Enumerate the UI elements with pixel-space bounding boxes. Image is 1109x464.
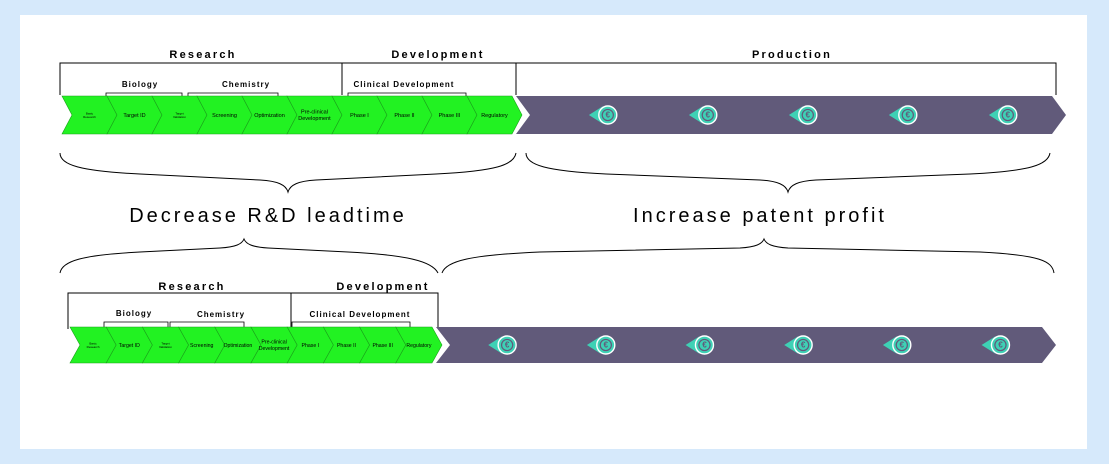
bottom-header-research: Research	[158, 281, 225, 293]
top-step-8-label: Phase II	[394, 113, 415, 119]
svg-text:€: €	[801, 341, 806, 350]
bottom-subheader-clinical: Clinical Development	[310, 310, 411, 319]
top-step-4-label: Screening	[212, 113, 237, 119]
euro-coin-icon: €	[988, 105, 1018, 125]
top-coin-row: € € € € €	[588, 105, 1018, 125]
bottom-subheader-chemistry: Chemistry	[197, 310, 245, 319]
brace-lower-production	[441, 237, 1055, 274]
svg-text:€: €	[806, 111, 811, 120]
bottom-step-2-label: Target ID	[119, 343, 140, 349]
svg-text:€: €	[702, 341, 707, 350]
top-step-2-label: Target ID	[123, 113, 145, 119]
top-step-10-label: Regulatory	[481, 113, 508, 119]
top-subheader-biology: Biology	[122, 80, 158, 89]
svg-text:€: €	[1006, 111, 1011, 120]
euro-coin-icon: €	[685, 335, 715, 355]
bottom-clinical-bracket	[291, 321, 411, 329]
euro-coin-icon: €	[882, 335, 912, 355]
bottom-coin-row: € € € € € €	[488, 335, 1011, 355]
euro-coin-icon: €	[588, 105, 618, 125]
pipeline-diagram: Research Development Production Biology …	[59, 49, 1066, 364]
bottom-production-band	[436, 327, 1056, 363]
svg-text:€: €	[906, 111, 911, 120]
euro-coin-icon: €	[586, 335, 616, 355]
bottom-subheader-biology: Biology	[116, 309, 152, 318]
top-pipeline: Research Development Production Biology …	[59, 49, 1066, 135]
euro-coin-icon: €	[888, 105, 918, 125]
bottom-header-development: Development	[336, 281, 429, 293]
bottom-step-10-shape	[395, 326, 443, 364]
top-subheader-clinical: Clinical Development	[354, 80, 455, 89]
euro-coin-icon: €	[688, 105, 718, 125]
euro-coin-icon: €	[981, 335, 1011, 355]
bottom-header-frame	[67, 292, 439, 329]
brace-lower-rnd	[59, 237, 439, 274]
top-header-research: Research	[169, 49, 236, 61]
bottom-step-7-label: Phase I	[302, 343, 320, 349]
top-subheader-chemistry: Chemistry	[222, 80, 270, 89]
top-header-development: Development	[391, 49, 484, 61]
bottom-step-8-label: Phase II	[337, 343, 356, 349]
top-step-9-label: Phase III	[439, 113, 461, 119]
svg-text:€: €	[604, 341, 609, 350]
diagram-slide: Research Development Production Biology …	[20, 15, 1087, 449]
svg-text:€: €	[606, 111, 611, 120]
bottom-biology-bracket	[103, 321, 169, 329]
bottom-step-5-label: Optimization	[223, 343, 252, 349]
top-header-production: Production	[752, 49, 832, 61]
brace-production	[525, 152, 1051, 194]
top-step-10-shape	[466, 95, 523, 135]
top-step-7-label: Phase I	[350, 113, 369, 119]
bottom-pipeline: Research Development Biology Chemistry C…	[67, 281, 1056, 364]
label-decrease-rnd-leadtime: Decrease R&D leadtime	[129, 205, 407, 227]
top-header-frame	[59, 62, 1057, 95]
euro-coin-icon: €	[488, 335, 517, 355]
bottom-step-9-label: Phase III	[372, 343, 392, 349]
euro-coin-icon: €	[784, 335, 813, 355]
svg-text:€: €	[900, 341, 905, 350]
svg-text:€: €	[505, 341, 510, 350]
svg-text:€: €	[706, 111, 711, 120]
bottom-step-10-label: Regulatory	[406, 343, 431, 349]
svg-text:€: €	[998, 341, 1003, 350]
bottom-step-4-label: Screening	[190, 343, 213, 349]
top-step-5-label: Optimization	[254, 113, 285, 119]
label-increase-patent-profit: Increase patent profit	[633, 205, 887, 227]
bottom-chemistry-bracket	[169, 321, 245, 329]
brace-rnd	[59, 152, 517, 194]
euro-coin-icon: €	[788, 105, 818, 125]
